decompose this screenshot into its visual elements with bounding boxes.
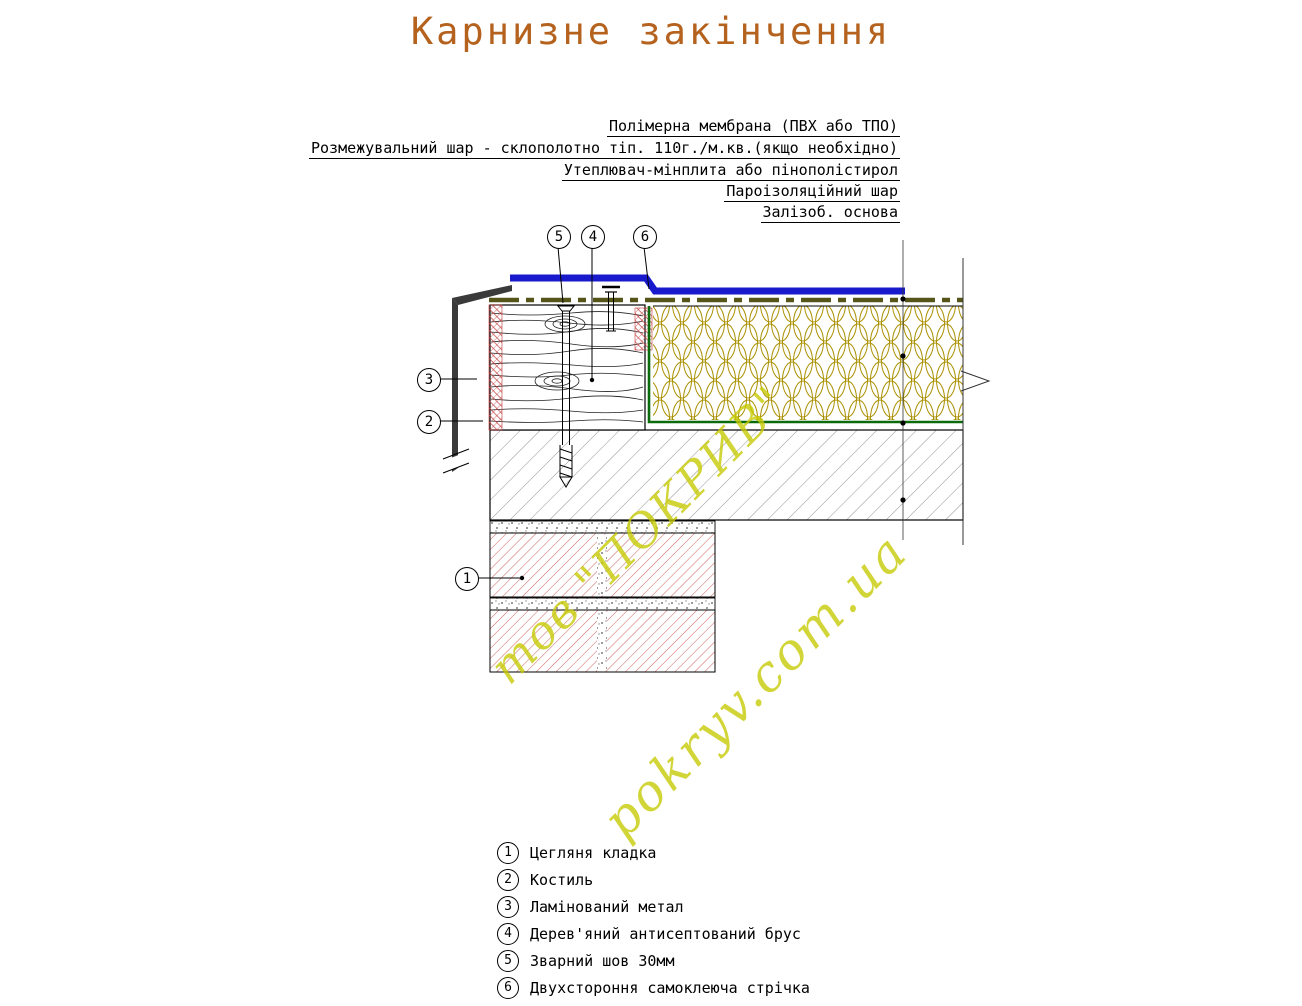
callout-6: 6	[633, 225, 657, 249]
layer-label-insulation: Утеплювач-мінплита або пінополістирол	[561, 161, 900, 181]
screw-fastener	[556, 305, 576, 488]
legend-text-3: Ламінований метал	[530, 897, 684, 916]
callout-5: 5	[547, 225, 571, 249]
callout-2: 2	[417, 410, 441, 434]
layer-label-base: Залізоб. основа	[760, 203, 900, 223]
wood-beam-section	[488, 304, 653, 431]
layer-label-membrane: Полімерна мембрана (ПВХ або ТПО)	[607, 117, 900, 137]
legend-num-1: 1	[497, 841, 519, 864]
legend-num-6: 6	[497, 976, 519, 999]
callout-3: 3	[417, 368, 441, 392]
layer-label-separation: Розмежувальний шар - склополотно тіп. 11…	[309, 139, 900, 159]
legend-text-4: Дерев'яний антисептований брус	[530, 924, 801, 943]
legend-item: 4 Дерев'яний антисептований брус	[497, 922, 810, 945]
legend: 1 Цегляня кладка 2 Костиль 3 Ламінований…	[497, 841, 810, 1004]
legend-text-5: Зварний шов 30мм	[530, 951, 675, 970]
metal-flashing	[442, 285, 512, 474]
legend-item: 6 Двухстороння самоклеюча стрічка	[497, 976, 810, 999]
legend-text-2: Костиль	[530, 870, 594, 889]
section-cut-lines	[900, 240, 991, 545]
legend-num-5: 5	[497, 949, 519, 972]
legend-item: 5 Зварний шов 30мм	[497, 949, 810, 972]
callout-4: 4	[581, 225, 605, 249]
legend-num-4: 4	[497, 922, 519, 945]
legend-num-2: 2	[497, 868, 519, 891]
leader-lines	[439, 246, 650, 581]
washer-fastener	[602, 285, 620, 332]
membrane-line	[510, 274, 905, 295]
legend-text-6: Двухстороння самоклеюча стрічка	[530, 978, 810, 997]
insulation-section	[653, 305, 963, 420]
legend-item: 1 Цегляня кладка	[497, 841, 810, 864]
legend-item: 3 Ламінований метал	[497, 895, 810, 918]
callout-1: 1	[455, 567, 479, 591]
legend-text-1: Цегляня кладка	[530, 843, 657, 862]
page-title: Карнизне закінчення	[410, 10, 892, 53]
brick-masonry	[489, 520, 716, 673]
concrete-slab	[489, 429, 964, 521]
vapor-barrier-line	[647, 306, 963, 424]
legend-item: 2 Костиль	[497, 868, 810, 891]
legend-num-3: 3	[497, 895, 519, 918]
layer-label-vapor: Пароізоляційний шар	[724, 182, 900, 202]
